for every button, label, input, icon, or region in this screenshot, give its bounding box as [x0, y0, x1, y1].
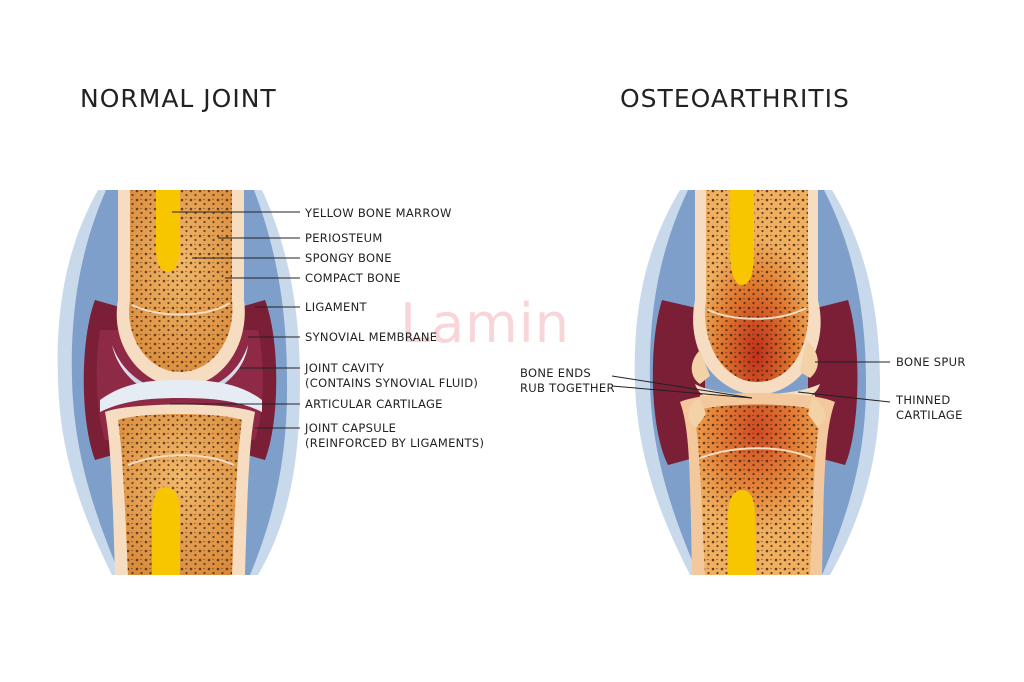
- normal-upper-marrow: [155, 190, 180, 272]
- leader-lines: [170, 211, 891, 429]
- oa-bone-spur-lower: [808, 398, 826, 428]
- label-thinned-cartilage-line1: THINNED: [896, 393, 951, 407]
- label-thinned-cartilage-line2: CARTILAGE: [896, 408, 963, 422]
- label-articular-cartilage: ARTICULAR CARTILAGE: [305, 397, 443, 411]
- label-bone-spur: BONE SPUR: [896, 355, 966, 369]
- oa-lower-marrow: [728, 490, 755, 575]
- label-compact-bone: COMPACT BONE: [305, 271, 401, 285]
- label-bone-ends: BONE ENDS RUB TOGETHER: [520, 366, 615, 396]
- label-thinned-cartilage: THINNED CARTILAGE: [896, 393, 963, 423]
- label-ligament: LIGAMENT: [305, 300, 367, 314]
- label-bone-ends-line2: RUB TOGETHER: [520, 381, 615, 395]
- label-spongy-bone: SPONGY BONE: [305, 251, 392, 265]
- label-joint-capsule: JOINT CAPSULE (REINFORCED BY LIGAMENTS): [305, 421, 484, 451]
- oa-joint: [634, 190, 880, 575]
- label-joint-cavity: JOINT CAVITY (CONTAINS SYNOVIAL FLUID): [305, 361, 478, 391]
- title-normal-joint: NORMAL JOINT: [80, 84, 277, 113]
- normal-joint: [57, 190, 300, 575]
- oa-bone-spur-upper: [800, 340, 818, 378]
- oa-upper-marrow: [730, 190, 754, 285]
- title-osteoarthritis: OSTEOARTHRITIS: [620, 84, 850, 113]
- watermark: Lamin: [400, 292, 571, 355]
- label-yellow-bone-marrow: YELLOW BONE MARROW: [305, 206, 452, 220]
- label-synovial-membrane: SYNOVIAL MEMBRANE: [305, 330, 438, 344]
- label-joint-cavity-line2: (CONTAINS SYNOVIAL FLUID): [305, 376, 479, 390]
- label-joint-capsule-line2: (REINFORCED BY LIGAMENTS): [305, 436, 485, 450]
- label-joint-cavity-line1: JOINT CAVITY: [305, 361, 385, 375]
- label-bone-ends-line1: BONE ENDS: [520, 366, 591, 380]
- normal-lower-marrow: [152, 487, 180, 575]
- label-joint-capsule-line1: JOINT CAPSULE: [305, 421, 397, 435]
- label-periosteum: PERIOSTEUM: [305, 231, 383, 245]
